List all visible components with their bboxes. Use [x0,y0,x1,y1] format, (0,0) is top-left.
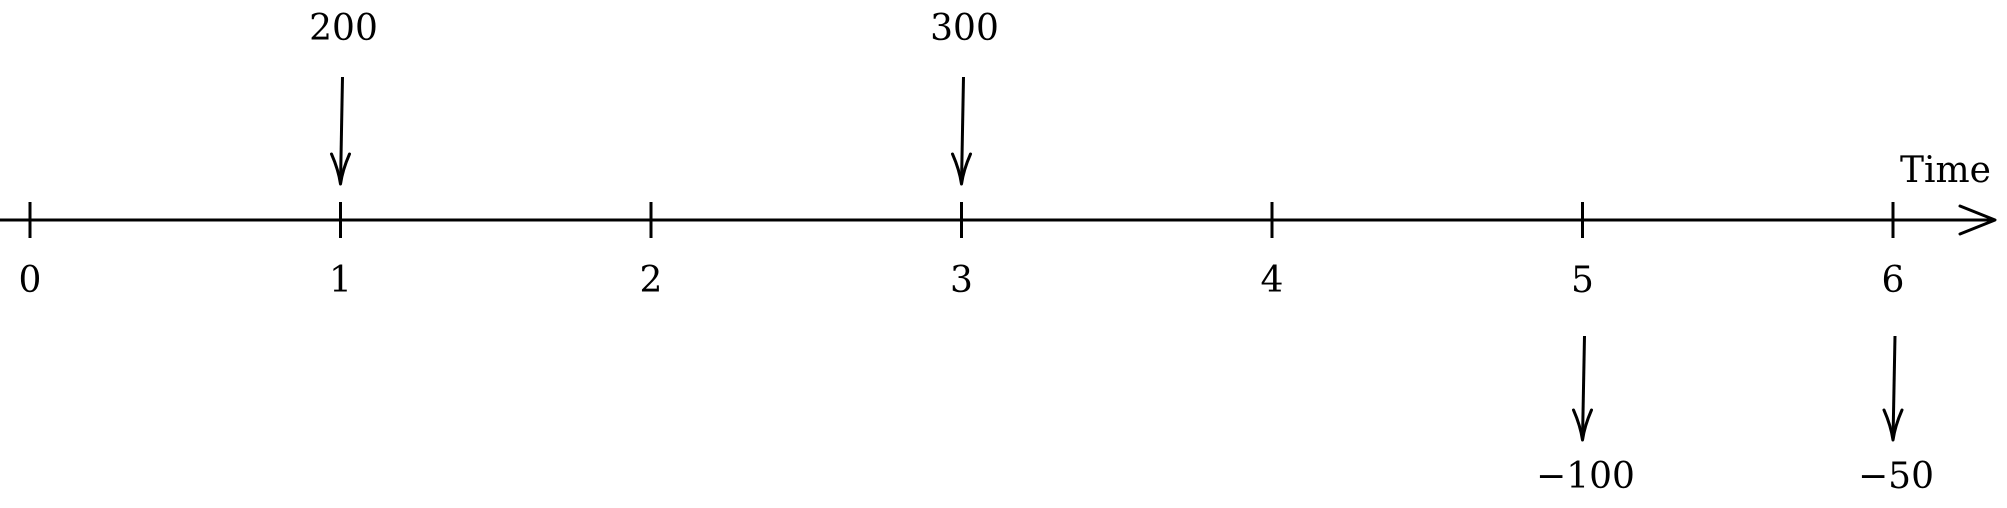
arrow-down-icon [951,152,972,186]
tick-label-6: 6 [1882,260,1905,301]
cash-flow-inflow-t3: 300 [930,8,999,186]
tick-label-1: 1 [329,260,352,301]
cash-flow-arrow-shaft [1581,335,1586,441]
cash-flow-arrow-shaft [960,76,965,185]
cash-flow-outflow-t5: −100 [1536,335,1635,497]
tick-label-2: 2 [640,260,663,301]
axis-arrowhead-icon [1958,204,1997,236]
axis-label-time: Time [1900,150,1991,191]
cash-flow-amount-label: 200 [309,8,378,49]
tick-label-0: 0 [19,260,42,301]
arrow-down-icon [330,152,351,186]
cash-flow-amount-label: −100 [1536,456,1635,497]
cash-flow-inflow-t1: 200 [309,8,378,186]
tick-marks [28,202,1895,238]
cash-flow-arrows: 200 300 −100 −50 [309,8,1934,497]
tick-label-5: 5 [1571,260,1594,301]
tick-labels: 0 1 2 3 4 5 6 [19,260,1905,301]
tick-label-3: 3 [950,260,973,301]
arrow-down-icon [1882,408,1904,442]
cash-flow-amount-label: 300 [930,8,999,49]
cash-flow-amount-label: −50 [1858,456,1934,497]
arrow-down-icon [1572,408,1593,442]
cash-flow-arrow-shaft [1891,335,1897,441]
tick-label-4: 4 [1261,260,1284,301]
cash-flow-arrow-shaft [339,76,344,185]
cash-flow-outflow-t6: −50 [1858,335,1934,497]
